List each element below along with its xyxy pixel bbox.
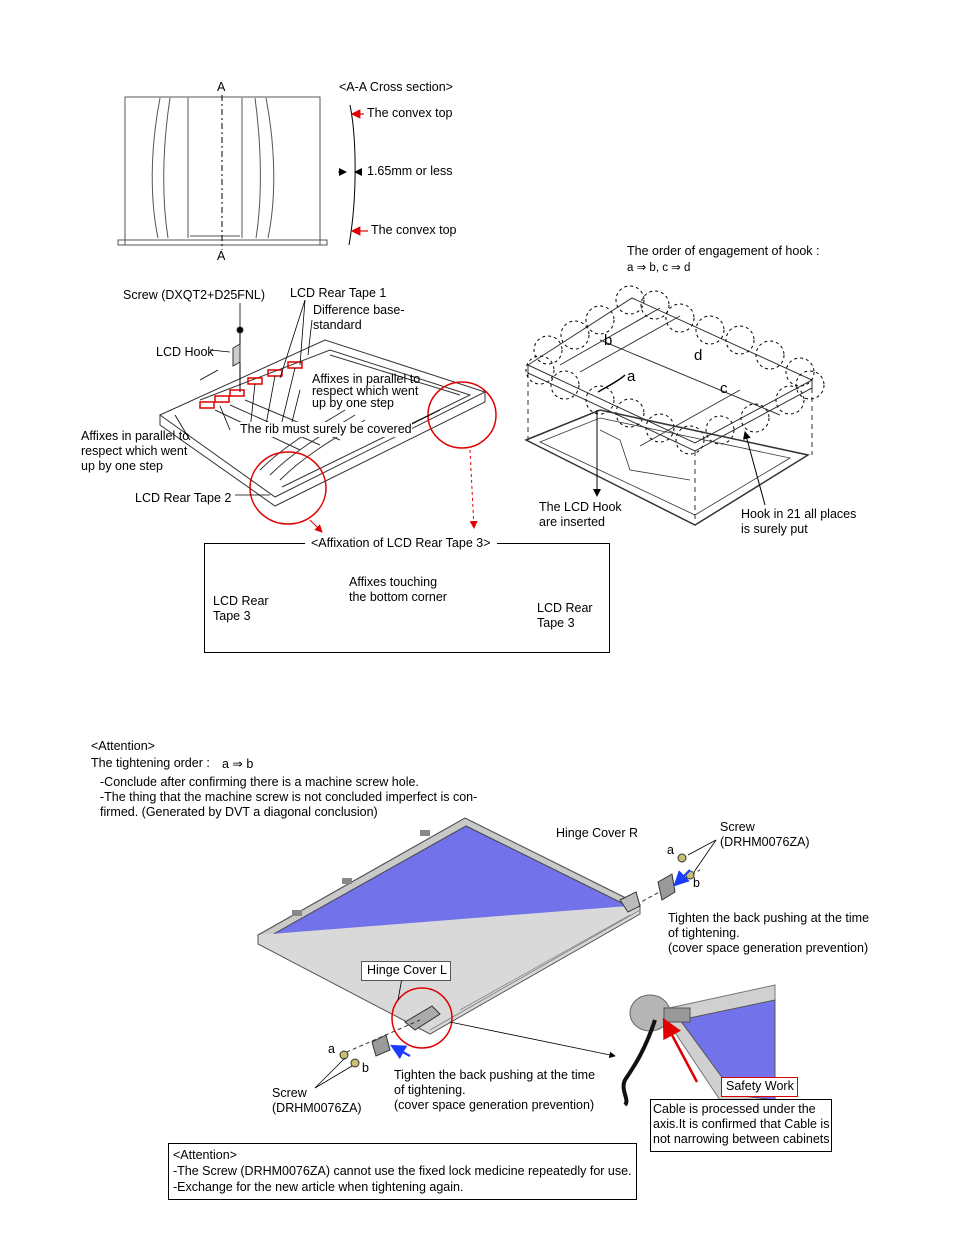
hinge-l-detail-circle — [391, 987, 453, 1049]
hook-places-label: is surely put — [741, 522, 808, 536]
affix-parallel-right-label: up by one step — [312, 396, 395, 410]
tape3-right-label: Tape 3 — [537, 616, 575, 630]
safety-work-box — [721, 1077, 798, 1097]
hinge-cover-l-box — [361, 961, 451, 981]
hook-cover-iso — [526, 297, 814, 452]
hook-places-label: Hook in 21 all places — [741, 507, 857, 521]
cross-section-curve — [338, 104, 362, 246]
rear-leaders — [174, 299, 441, 496]
affix-parallel-right-label: Affixes in parallel to — [312, 372, 421, 386]
screw-l-label: Screw — [272, 1086, 307, 1100]
hinge-l-parts — [339, 1005, 441, 1068]
hook-letter-a: a — [627, 368, 636, 385]
hook-dashed-guides — [527, 373, 813, 520]
rib-covered-label: The rib must surely be covered — [240, 422, 412, 437]
cable-note-line: axis.It is confirmed that Cable is — [653, 1117, 830, 1131]
cable-note-line: not narrowing between cabinets — [653, 1132, 830, 1146]
attention-bottom-box — [168, 1143, 637, 1200]
hinge-r-parts — [619, 853, 701, 913]
tape3-right-label: LCD Rear — [537, 601, 593, 615]
tape3-left-label: LCD Rear — [213, 594, 269, 608]
convex-top-label: The convex top — [367, 106, 453, 120]
hook-order-title: The order of engagement of hook : — [627, 244, 820, 258]
hook-letter-b: b — [604, 332, 613, 349]
tightening-order-label: The tightening order : — [91, 756, 210, 770]
affix-parallel-left-label: respect which went — [81, 444, 188, 458]
screw-l-label: (DRHM0076ZA) — [272, 1101, 362, 1115]
tighten-r-label: (cover space generation prevention) — [668, 941, 869, 955]
tighten-l-label: (cover space generation prevention) — [394, 1098, 595, 1112]
tape3-left-label: Tape 3 — [213, 609, 251, 623]
cable-note-box — [650, 1099, 832, 1152]
affix-parallel-right-label: respect which went — [312, 384, 419, 398]
lcd-frame-iso — [524, 409, 810, 526]
lcd-rear-tape-2-label: LCD Rear Tape 2 — [135, 491, 232, 505]
lcd-panel-iso — [256, 817, 642, 1035]
hinge-cover-l-label: Hinge Cover L — [367, 963, 447, 977]
affix-parallel-left-label: Affixes in parallel to — [81, 429, 190, 443]
tighten-r-label: of tightening. — [668, 926, 740, 940]
affix-touch-label: the bottom corner — [349, 590, 447, 604]
lcd-hook-label: LCD Hook — [156, 345, 214, 359]
screw-l-b-label: b — [362, 1061, 369, 1075]
rear-cover-iso — [159, 326, 487, 507]
tape3-affixation-box — [204, 543, 610, 653]
safety-work-label: Safety Work — [726, 1079, 794, 1093]
section-a-bottom: A — [217, 249, 226, 263]
hook-letter-d: d — [694, 347, 703, 364]
attention-bottom-title: <Attention> — [173, 1148, 237, 1162]
tighten-l-label: of tightening. — [394, 1083, 466, 1097]
affix-parallel-left-label: up by one step — [81, 459, 164, 473]
screw-label: Screw (DXQT2+D25FNL) — [123, 288, 266, 302]
lcd-hook-inserted-label: are inserted — [539, 515, 606, 529]
hook-letter-c: c — [720, 380, 728, 397]
attention-line: firmed. (Generated by DVT a diagonal con… — [100, 805, 378, 819]
attention-bottom-line: -Exchange for the new article when tight… — [173, 1180, 464, 1194]
red-leaders — [309, 449, 478, 533]
lcd-hook-inserted-label: The LCD Hook — [539, 500, 622, 514]
hinge-cover-r-label: Hinge Cover R — [556, 826, 638, 840]
screw-l-a-label: a — [328, 1042, 335, 1056]
hook-order-sequence: a ⇒ b, c ⇒ d — [627, 262, 691, 274]
section-a-top: A — [217, 80, 226, 94]
attention-bottom-line: -The Screw (DRHM0076ZA) cannot use the f… — [173, 1164, 632, 1178]
difference-base-label: Difference base- — [313, 303, 405, 317]
difference-base-label: standard — [313, 318, 362, 332]
rear-tape-marks — [199, 361, 497, 525]
screw-r-label: Screw — [720, 820, 755, 834]
tighten-l-label: Tighten the back pushing at the time — [394, 1068, 596, 1082]
gap-label: 1.65mm or less — [367, 164, 453, 178]
cable-note-line: Cable is processed under the — [653, 1102, 816, 1116]
tighten-r-label: Tighten the back pushing at the time — [668, 911, 870, 925]
lcd-rear-tape-1-label: LCD Rear Tape 1 — [290, 286, 387, 300]
hook-arrows — [593, 410, 766, 506]
screw-r-label: (DRHM0076ZA) — [720, 835, 810, 849]
screw-r-b-label: b — [693, 876, 700, 890]
cover-front-view — [117, 95, 328, 250]
affix-touch-label: Affixes touching — [349, 575, 438, 589]
tightening-order-value: a ⇒ b — [222, 757, 254, 771]
convex-top-label: The convex top — [371, 223, 457, 237]
attention-title: <Attention> — [91, 739, 155, 753]
cross-section-title: <A-A Cross section> — [339, 80, 453, 94]
attention-line: -The thing that the machine screw is not… — [100, 790, 478, 804]
tape3-box-title: <Affixation of LCD Rear Tape 3> — [305, 536, 497, 551]
screw-r-a-label: a — [667, 843, 674, 857]
attention-line: -Conclude after confirming there is a ma… — [100, 775, 419, 789]
